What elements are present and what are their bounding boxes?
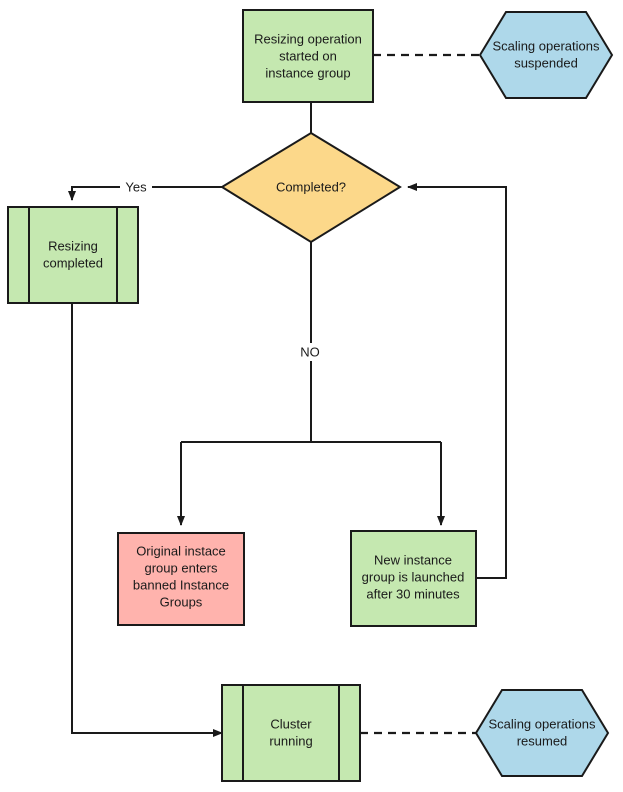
- node-completed-decision[interactable]: Completed?: [220, 131, 402, 244]
- node-resizing-started-line-1: Resizing operation: [254, 31, 362, 46]
- node-resizing-completed[interactable]: Resizing completed: [7, 206, 139, 304]
- node-scaling-resumed-hexagon[interactable]: [474, 689, 610, 777]
- edge-decision-yes-to-resizing-completed: [68, 186, 222, 201]
- node-new-group-launched-line-1: New instance: [374, 552, 452, 567]
- node-new-group-launched-line-2: group is launched: [362, 569, 465, 584]
- node-scaling-suspended[interactable]: Scaling operations suspended: [478, 11, 614, 99]
- edge-resizing-completed-to-cluster-running: [71, 303, 223, 737]
- node-scaling-suspended-line-1: Scaling operations: [493, 38, 600, 53]
- node-original-banned-line-1: Original instace: [136, 543, 226, 558]
- node-resizing-completed-line-1: Resizing: [48, 238, 98, 253]
- node-scaling-suspended-hexagon[interactable]: [478, 11, 614, 99]
- node-cluster-running[interactable]: Cluster running: [221, 684, 361, 782]
- node-resizing-completed-line-2: completed: [43, 255, 103, 270]
- edge-new-group-back-to-decision: [407, 183, 507, 579]
- node-new-group-launched-line-3: after 30 minutes: [366, 586, 460, 601]
- node-resizing-started-line-2: started on: [279, 48, 337, 63]
- node-resizing-started[interactable]: Resizing operation started on instance g…: [242, 9, 374, 103]
- node-original-banned-line-2: group enters: [145, 560, 218, 575]
- node-completed-decision-diamond[interactable]: [220, 131, 402, 244]
- node-new-group-launched-box[interactable]: [350, 530, 477, 627]
- node-completed-decision-label: Completed?: [276, 179, 346, 194]
- edge-label-no: NO: [294, 343, 326, 361]
- node-new-group-launched[interactable]: New instance group is launched after 30 …: [350, 530, 477, 627]
- node-original-banned-line-4: Groups: [160, 594, 203, 609]
- node-scaling-resumed-line-2: resumed: [517, 733, 568, 748]
- node-original-banned[interactable]: Original instace group enters banned Ins…: [117, 532, 245, 626]
- node-scaling-resumed-line-1: Scaling operations: [489, 716, 596, 731]
- edge-label-yes: Yes: [120, 178, 152, 196]
- node-resizing-started-line-3: instance group: [265, 65, 350, 80]
- node-cluster-running-line-2: running: [269, 733, 312, 748]
- edge-label-no-text: NO: [300, 344, 320, 359]
- node-original-banned-box[interactable]: [117, 532, 245, 626]
- edge-label-yes-text: Yes: [125, 179, 147, 194]
- node-scaling-suspended-line-2: suspended: [514, 55, 578, 70]
- node-original-banned-line-3: banned Instance: [133, 577, 229, 592]
- node-cluster-running-box[interactable]: [221, 684, 361, 782]
- node-scaling-resumed[interactable]: Scaling operations resumed: [474, 689, 610, 777]
- node-cluster-running-line-1: Cluster: [270, 716, 312, 731]
- node-resizing-started-box[interactable]: [242, 9, 374, 103]
